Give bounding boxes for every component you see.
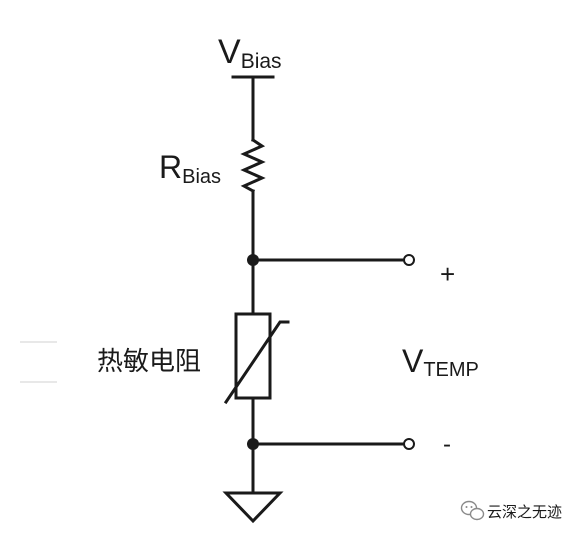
watermark-text: 云深之无迹	[487, 503, 562, 521]
vtemp-label-sub: TEMP	[423, 359, 479, 381]
thermistor-body	[234, 312, 272, 400]
minus-label: -	[443, 431, 451, 458]
minus-terminal	[403, 438, 415, 450]
rbias-label-main: R	[159, 149, 182, 185]
vtemp-label-main: V	[402, 343, 424, 379]
wechat-logo-icon	[460, 500, 485, 521]
rbias-label: RBias	[159, 149, 221, 188]
rbias-label-sub: Bias	[182, 166, 221, 188]
thermistor-diagonal	[223, 320, 290, 405]
bias-resistor	[240, 137, 266, 194]
plus-label: +	[440, 259, 455, 289]
vbias-label-sub: Bias	[241, 50, 282, 73]
vbias-label-main: V	[218, 33, 241, 71]
thermistor-label: 热敏电阻	[97, 347, 201, 377]
vtemp-label: VTEMP	[402, 343, 479, 381]
vbias-label: VBias	[218, 33, 282, 73]
ground-icon	[222, 491, 284, 524]
plus-terminal	[403, 254, 415, 266]
